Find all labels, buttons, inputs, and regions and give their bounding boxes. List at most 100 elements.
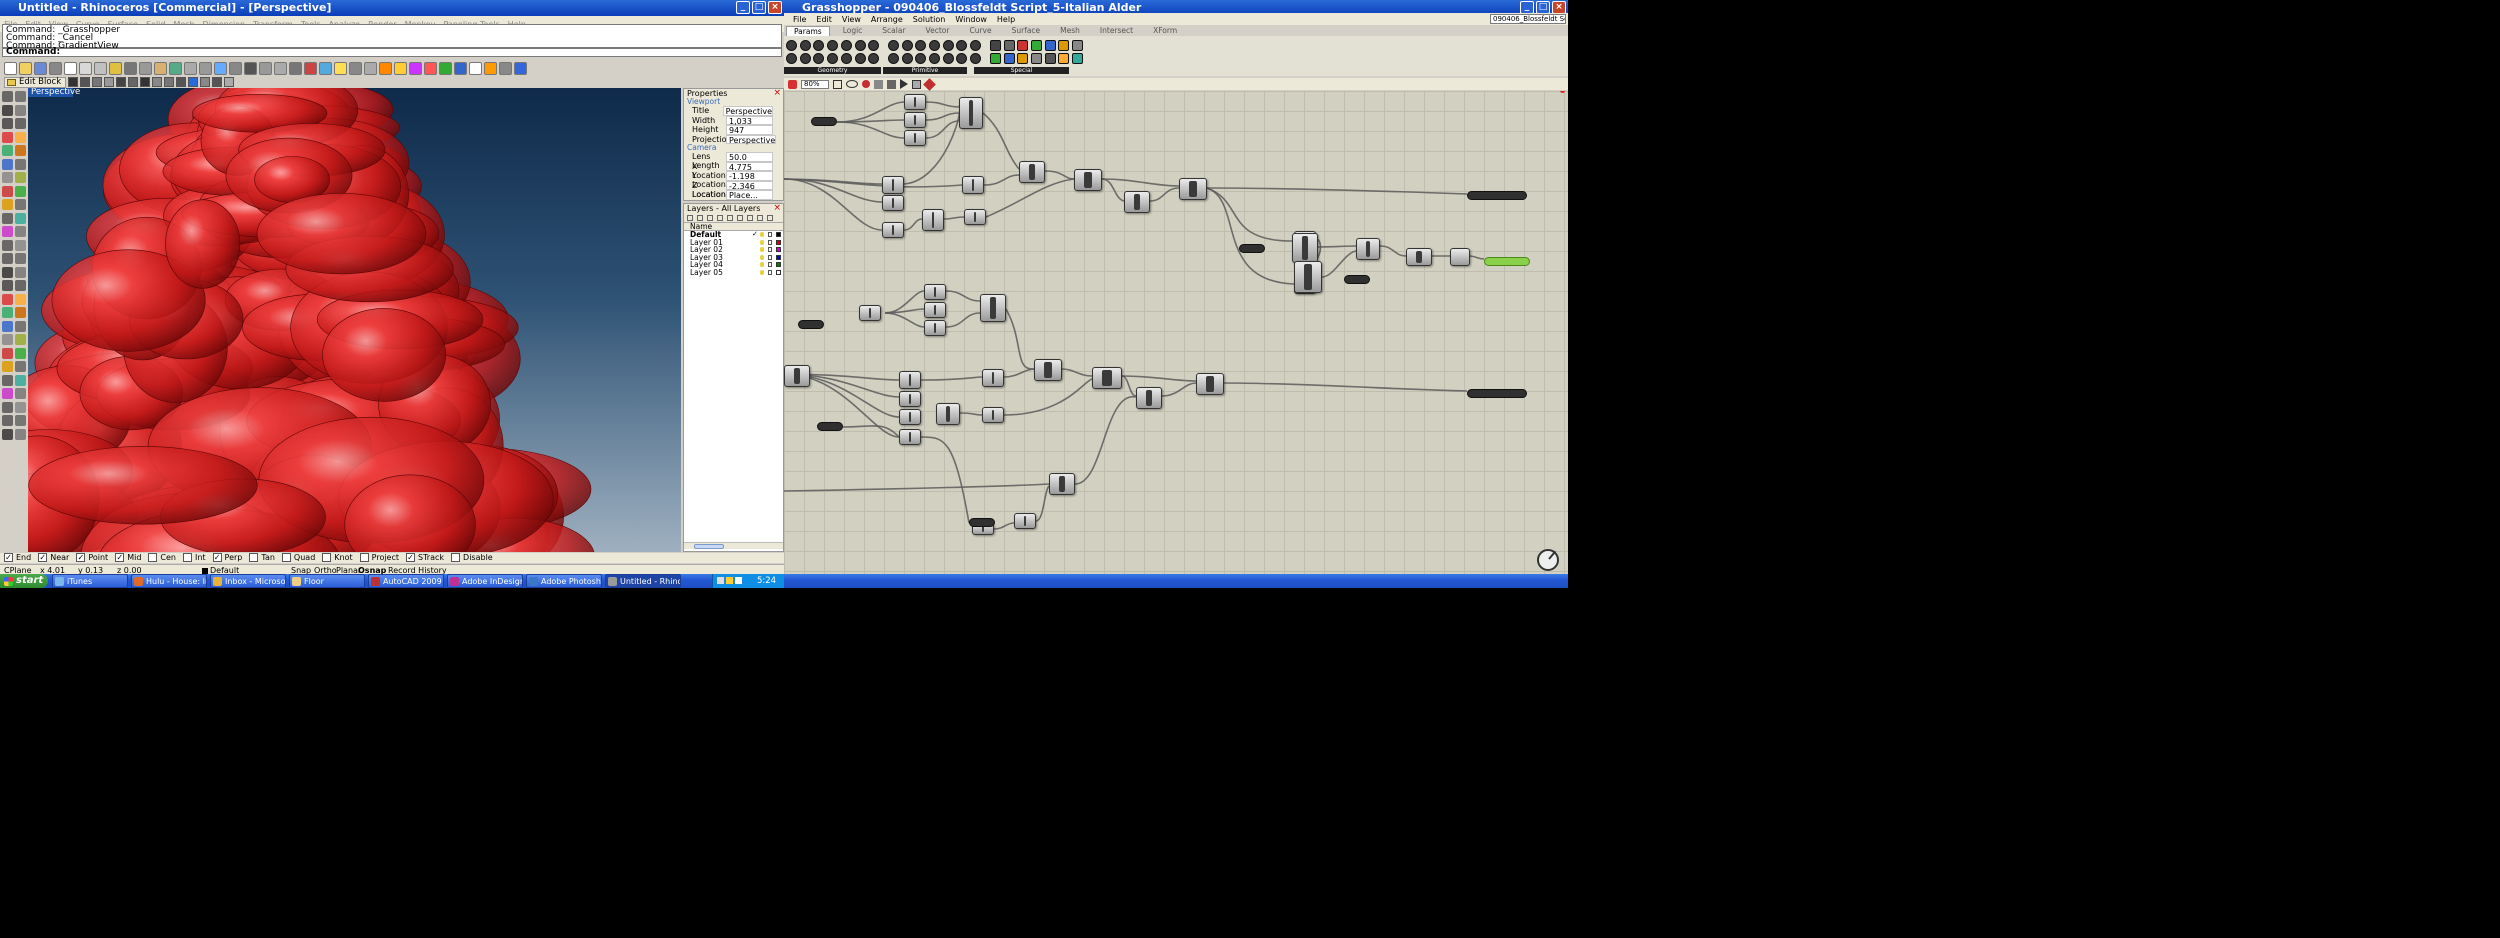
gh-component[interactable] bbox=[882, 222, 904, 238]
component-icon[interactable] bbox=[1072, 53, 1083, 64]
toolbar-icon[interactable] bbox=[169, 61, 182, 75]
gh-component[interactable] bbox=[1092, 367, 1122, 389]
tool-icon[interactable] bbox=[15, 388, 26, 399]
osnap-mid[interactable]: ✓Mid bbox=[115, 553, 141, 563]
maximize-icon[interactable]: □ bbox=[752, 1, 766, 14]
component-icon[interactable] bbox=[1030, 40, 1042, 51]
toolbar-icon[interactable] bbox=[104, 77, 115, 87]
tool-icon[interactable] bbox=[15, 145, 26, 156]
number-slider[interactable] bbox=[1344, 275, 1370, 284]
component-icon[interactable] bbox=[786, 40, 797, 51]
preview-icon[interactable] bbox=[846, 80, 858, 88]
navigation-widget[interactable] bbox=[1537, 549, 1559, 571]
gh-component[interactable] bbox=[1014, 513, 1036, 529]
component-icon[interactable] bbox=[1017, 40, 1029, 51]
bake-icon[interactable] bbox=[862, 80, 870, 88]
osnap-end[interactable]: ✓End bbox=[4, 553, 31, 563]
network-icon[interactable] bbox=[717, 577, 724, 584]
toolbar-icon[interactable] bbox=[259, 61, 272, 75]
checkbox[interactable]: ✓ bbox=[115, 553, 125, 562]
toolbar-icon[interactable] bbox=[64, 61, 77, 75]
gh-component[interactable] bbox=[1019, 161, 1045, 183]
tool-icon[interactable] bbox=[2, 253, 13, 264]
component-icon[interactable] bbox=[827, 53, 839, 64]
number-slider[interactable] bbox=[1484, 257, 1530, 266]
new-sublayer-icon[interactable] bbox=[697, 214, 703, 221]
checkbox[interactable] bbox=[281, 553, 291, 562]
property-value[interactable]: 947 bbox=[726, 125, 773, 135]
gh-component[interactable] bbox=[1136, 387, 1162, 409]
osnap-point[interactable]: ✓Point bbox=[76, 553, 108, 563]
layer-row[interactable]: Default✓ bbox=[684, 231, 783, 239]
paint-icon[interactable] bbox=[788, 79, 797, 89]
osnap-knot[interactable]: Knot bbox=[322, 553, 353, 563]
component-icon[interactable] bbox=[901, 40, 913, 51]
menu-item[interactable]: Arrange bbox=[870, 14, 903, 24]
gh-component[interactable] bbox=[882, 176, 904, 194]
osnap-project[interactable]: Project bbox=[359, 553, 399, 563]
menu-item[interactable]: View bbox=[841, 14, 861, 24]
lightbulb-icon[interactable] bbox=[760, 269, 764, 275]
tool-icon[interactable] bbox=[2, 199, 13, 210]
tool-icon[interactable] bbox=[15, 185, 26, 197]
toolbar-icon[interactable] bbox=[439, 61, 452, 75]
grasshopper-title-bar[interactable]: Grasshopper - 090406_Blossfeldt Script_5… bbox=[784, 0, 1568, 16]
component-icon[interactable] bbox=[1072, 40, 1083, 51]
tool-icon[interactable] bbox=[2, 347, 13, 359]
palette-group-geometry[interactable]: Geometry bbox=[784, 67, 881, 74]
gh-component[interactable] bbox=[904, 130, 926, 146]
tool-icon[interactable] bbox=[15, 158, 26, 170]
tool-icon[interactable] bbox=[2, 104, 13, 116]
number-slider[interactable] bbox=[1467, 389, 1527, 398]
gh-component[interactable] bbox=[1356, 238, 1380, 260]
property-value[interactable]: -1.198 bbox=[726, 171, 773, 181]
tool-icon[interactable] bbox=[2, 320, 13, 332]
layer-row[interactable]: Layer 01 bbox=[684, 238, 783, 247]
number-slider[interactable] bbox=[817, 422, 843, 431]
menu-item[interactable]: Solution bbox=[912, 14, 946, 24]
component-icon[interactable] bbox=[901, 53, 913, 64]
component-icon[interactable] bbox=[868, 53, 880, 64]
tools-icon[interactable] bbox=[757, 214, 763, 221]
tool-icon[interactable] bbox=[2, 401, 13, 413]
tool-icon[interactable] bbox=[15, 118, 26, 129]
toolbar-icon[interactable] bbox=[79, 61, 92, 75]
rhino-title-bar[interactable]: Untitled - Rhinoceros [Commercial] - [Pe… bbox=[0, 0, 784, 16]
lightbulb-icon[interactable] bbox=[760, 247, 764, 252]
gh-component[interactable] bbox=[1406, 248, 1432, 266]
command-prompt[interactable]: Command: bbox=[2, 48, 782, 57]
toolbar-icon[interactable] bbox=[34, 61, 47, 75]
tool-icon[interactable] bbox=[15, 293, 26, 305]
move-out-icon[interactable] bbox=[737, 214, 743, 221]
tool-icon[interactable] bbox=[2, 293, 13, 305]
layer-color-swatch[interactable] bbox=[776, 262, 781, 267]
record-history-toggle[interactable]: Record History bbox=[388, 566, 447, 575]
number-slider[interactable] bbox=[798, 320, 824, 329]
bake-geometry-icon[interactable] bbox=[923, 77, 936, 91]
property-value[interactable]: 50.0 bbox=[726, 152, 773, 162]
snap-toggle[interactable]: Snap bbox=[291, 566, 312, 575]
tool-icon[interactable] bbox=[2, 388, 13, 399]
component-icon[interactable] bbox=[989, 40, 1001, 51]
component-icon[interactable] bbox=[1044, 40, 1056, 51]
planar-toggle[interactable]: Planar bbox=[336, 566, 362, 575]
gh-component[interactable] bbox=[964, 209, 986, 225]
component-icon[interactable] bbox=[854, 53, 866, 64]
toolbar-icon[interactable] bbox=[349, 61, 362, 75]
toolbar-icon[interactable] bbox=[379, 61, 392, 75]
tool-icon[interactable] bbox=[15, 334, 26, 345]
toolbar-icon[interactable] bbox=[229, 61, 242, 75]
tool-icon[interactable] bbox=[2, 428, 13, 440]
menu-item[interactable]: File bbox=[793, 14, 807, 24]
checkbox[interactable] bbox=[182, 553, 192, 562]
number-slider[interactable] bbox=[1239, 244, 1265, 253]
tool-icon[interactable] bbox=[2, 131, 13, 143]
component-icon[interactable] bbox=[799, 53, 811, 64]
palette-group-special[interactable]: Special bbox=[974, 67, 1069, 74]
toolbar-icon[interactable] bbox=[289, 61, 302, 75]
tab-curve[interactable]: Curve bbox=[969, 26, 992, 35]
lock-icon[interactable] bbox=[768, 269, 772, 275]
tool-icon[interactable] bbox=[2, 334, 13, 345]
gh-component[interactable] bbox=[882, 195, 904, 211]
tool-icon[interactable] bbox=[15, 212, 26, 224]
